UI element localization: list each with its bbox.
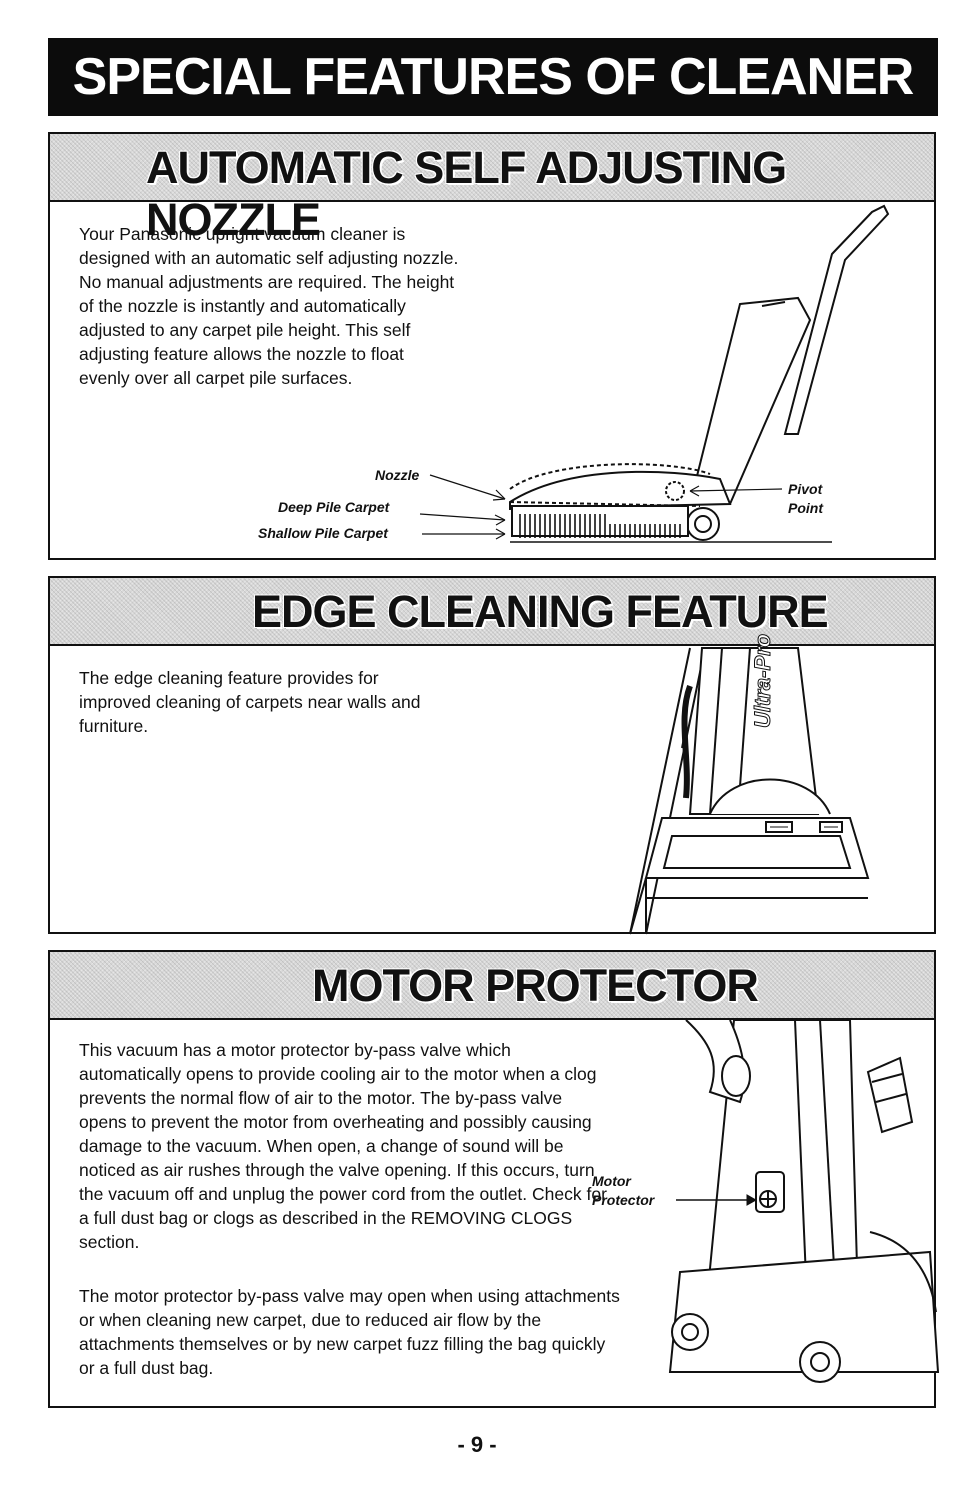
section-body-text: The edge cleaning feature provides for i…: [79, 668, 421, 736]
brand-logo: Ultra-Pro: [750, 634, 775, 728]
section-motor-protector: MOTOR PROTECTOR This vacuum has a motor …: [48, 950, 940, 1408]
deep-pile-carpet-label: Deep Pile Carpet: [278, 499, 390, 515]
shallow-pile-carpet-label: Shallow Pile Carpet: [258, 525, 388, 541]
section-self-adjusting-nozzle: AUTOMATIC SELF ADJUSTING NOZZLE Your Pan…: [48, 132, 936, 560]
section-title: AUTOMATIC SELF ADJUSTING NOZZLE: [146, 142, 787, 245]
section-title: MOTOR PROTECTOR: [312, 960, 759, 1011]
section-header: MOTOR PROTECTOR: [50, 952, 934, 1020]
page-number: - 9 -: [457, 1432, 497, 1457]
pivot-point-label: Pivot Point: [788, 481, 823, 516]
edge-cleaning-illustration: Ultra-Pro: [629, 633, 870, 935]
nozzle-diagram: [419, 204, 890, 543]
page-title: SPECIAL FEATURES OF CLEANER: [48, 38, 938, 116]
section-header: AUTOMATIC SELF ADJUSTING NOZZLE: [50, 134, 934, 245]
nozzle-label: Nozzle: [375, 467, 420, 483]
motor-protector-label: Motor Protector: [592, 1173, 655, 1208]
section-edge-cleaning: EDGE CLEANING FEATURE The edge cleaning …: [48, 576, 936, 935]
section-title: EDGE CLEANING FEATURE: [252, 586, 829, 637]
section-body-paragraph-2: The motor protector by-pass valve may op…: [79, 1286, 620, 1378]
section-header: EDGE CLEANING FEATURE: [50, 578, 934, 646]
motor-protector-illustration: [668, 1019, 940, 1383]
section-body-text: Your Panasonic upright vacuum cleaner is…: [79, 224, 459, 388]
section-body-paragraph-1: This vacuum has a motor protector by-pas…: [79, 1040, 607, 1252]
